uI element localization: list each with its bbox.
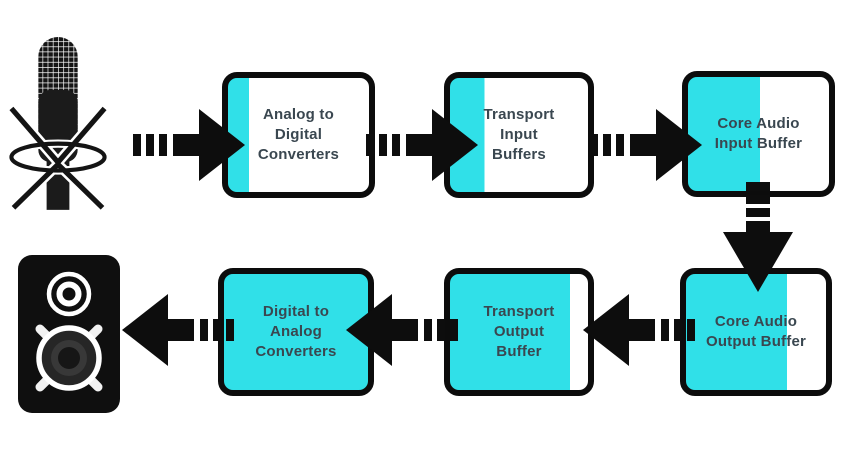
node-transport-output-buffer: Transport Output Buffer	[444, 268, 594, 396]
arrow-adc-to-transport-in-icon	[366, 109, 478, 181]
node-core-audio-input-buffer: Core Audio Input Buffer	[682, 71, 835, 197]
node-label: Core Audio Input Buffer	[714, 115, 803, 152]
node-label: Analog to Digital Converters	[257, 106, 340, 163]
arrow-core-audio-out-to-transport-out-icon	[583, 294, 695, 366]
node-label: Transport Input Buffers	[483, 106, 555, 163]
arrow-dac-to-speaker-icon	[122, 294, 234, 366]
node-label: Core Audio Output Buffer	[705, 313, 807, 350]
arrow-core-audio-in-to-core-audio-out-icon	[723, 182, 793, 292]
arrow-transport-out-to-dac-icon	[346, 294, 458, 366]
node-digital-to-analog-converters: Digital to Analog Converters	[218, 268, 374, 396]
arrow-mic-to-adc-icon	[133, 109, 245, 181]
node-transport-input-buffers: Transport Input Buffers	[444, 72, 594, 198]
node-label: Transport Output Buffer	[483, 303, 555, 360]
microphone-icon	[7, 37, 109, 212]
arrow-transport-in-to-core-audio-in-icon	[590, 109, 702, 181]
speaker-icon	[18, 255, 120, 413]
node-label: Digital to Analog Converters	[255, 303, 337, 360]
